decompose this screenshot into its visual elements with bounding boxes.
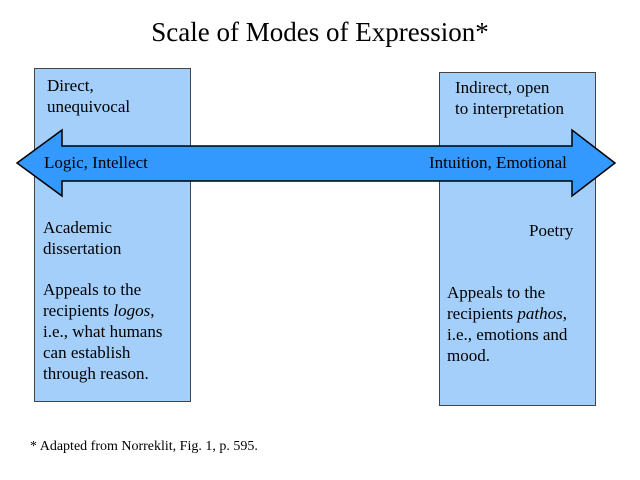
left-header-line-2: unequivocal [47, 97, 131, 116]
right-appeal-line-2-post: , [562, 304, 567, 323]
right-appeal-line-2-pre: recipients [447, 304, 518, 323]
left-header: Direct, unequivocal [47, 75, 130, 117]
right-appeal-line-4: mood. [447, 346, 490, 365]
left-appeal-line-3: i.e., what humans [43, 322, 163, 341]
left-example-line-2: dissertation [43, 239, 122, 258]
right-appeal: Appeals to the recipients pathos, i.e., … [447, 282, 567, 366]
right-mode-box [439, 72, 596, 406]
left-appeal-line-4: can establish [43, 343, 131, 362]
arrow-left-label: Logic, Intellect [44, 153, 148, 172]
left-appeal-line-2-post: , [150, 301, 155, 320]
left-appeal-line-5: through reason. [43, 364, 149, 383]
footnote: * Adapted from Norreklit, Fig. 1, p. 595… [30, 439, 258, 454]
diagram-title: Scale of Modes of Expression* [151, 17, 489, 47]
right-appeal-line-2: recipients pathos, [447, 303, 567, 324]
right-header-line-2: to interpretation [455, 99, 565, 118]
right-appeal-line-1: Appeals to the [447, 283, 546, 302]
right-appeal-pathos: pathos [517, 304, 563, 323]
left-example-line-1: Academic [43, 218, 112, 237]
left-mode-box [34, 68, 191, 402]
left-appeal-line-2: recipients logos, [43, 300, 162, 321]
left-example: Academic dissertation [43, 217, 121, 259]
left-appeal-line-2-pre: recipients [43, 301, 114, 320]
left-appeal: Appeals to the recipients logos, i.e., w… [43, 279, 162, 384]
left-header-line-1: Direct, [47, 76, 94, 95]
double-headed-arrow-shape [15, 128, 617, 198]
right-header: Indirect, open to interpretation [455, 77, 564, 119]
right-example: Poetry [529, 221, 574, 240]
right-header-line-1: Indirect, open [455, 78, 550, 97]
left-appeal-logos: logos [113, 301, 151, 320]
arrow-right-label: Intuition, Emotional [429, 153, 567, 172]
left-appeal-line-1: Appeals to the [43, 280, 142, 299]
right-appeal-line-3: i.e., emotions and [447, 325, 568, 344]
